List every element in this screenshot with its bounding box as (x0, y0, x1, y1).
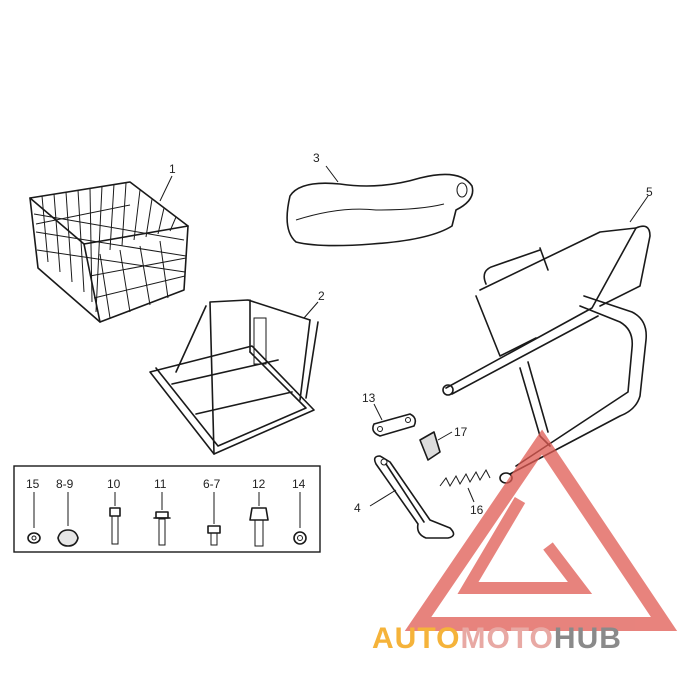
label-part-13: 13 (362, 391, 376, 405)
grommet-icon (57, 492, 79, 547)
washer-icon (27, 492, 41, 544)
rear-rack-frame (442, 195, 651, 484)
long-bolt-icon (109, 492, 121, 545)
label-hw-12: 12 (252, 477, 266, 491)
spring (439, 468, 491, 503)
wire-basket (29, 175, 189, 323)
side-stand (369, 455, 455, 539)
short-screw-icon (207, 492, 221, 546)
bracket-plate (372, 403, 417, 437)
nut-icon (293, 492, 307, 545)
label-hw-15: 15 (26, 477, 40, 491)
hex-bolt-icon (249, 492, 269, 547)
basket-carrier-frame (149, 299, 319, 455)
watermark-text: AUTOMOTOHUB (372, 622, 622, 655)
hardware-box (13, 465, 321, 553)
seat-cushion (286, 165, 474, 247)
label-hw-10: 10 (107, 477, 121, 491)
label-part-4: 4 (354, 501, 361, 515)
label-hw-8-9: 8-9 (56, 477, 74, 491)
label-part-17: 17 (454, 425, 468, 439)
label-part-16: 16 (470, 503, 484, 517)
label-hw-6-7: 6-7 (203, 477, 221, 491)
label-hw-14: 14 (292, 477, 306, 491)
label-part-2: 2 (318, 289, 325, 303)
rubber-pad (419, 431, 453, 461)
flange-bolt-icon (153, 492, 171, 546)
label-hw-11: 11 (154, 477, 167, 491)
watermark-hub: HUB (554, 622, 622, 655)
label-part-1: 1 (169, 162, 176, 176)
label-part-3: 3 (313, 151, 320, 165)
watermark-auto: AUTO (372, 622, 460, 655)
label-part-5: 5 (646, 185, 653, 199)
watermark-moto: MOTO (460, 622, 553, 655)
watermark-logo (404, 429, 678, 631)
